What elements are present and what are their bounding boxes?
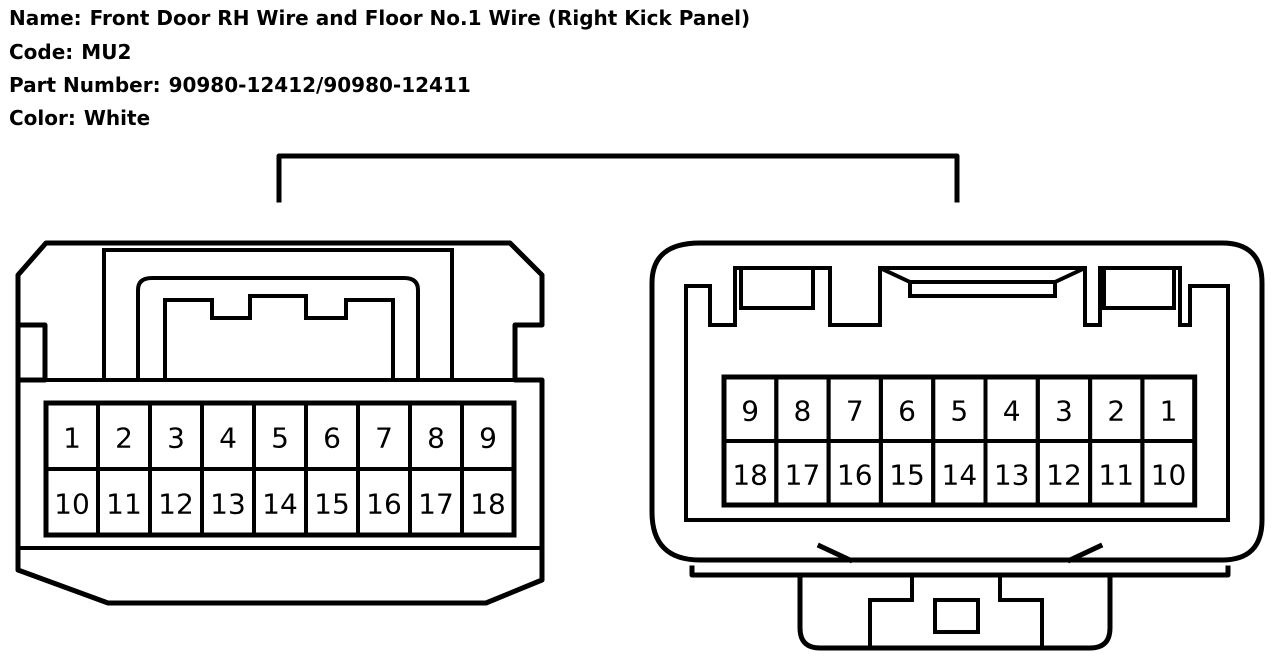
part-number-label: Part Number: [9,73,161,97]
right-pin-cell [1140,439,1197,507]
right-pin-label: 13 [994,459,1030,492]
right-pin-label: 1 [1160,395,1178,428]
right-pin-label: 16 [837,459,873,492]
left-pin-label: 13 [210,488,246,521]
code-value: MU2 [81,40,132,64]
part-number-line: Part Number: 90980-12412/90980-12411 [9,73,471,97]
right-pin-label: 10 [1151,459,1187,492]
left-pin-label: 10 [54,488,90,521]
right-pin-label: 11 [1098,459,1134,492]
right-pin-label: 14 [942,459,978,492]
left-pin-label: 5 [271,422,289,455]
right-pin-label: 18 [732,459,768,492]
right-connector: 9 8 7 6 5 4 3 2 1 18 17 16 15 14 13 12 11 10 [649,240,1265,651]
right-pin-label: 8 [794,395,812,428]
right-pin-label: 5 [950,395,968,428]
color-label: Color: [9,106,76,130]
left-pin-label: 6 [323,422,341,455]
left-pin-label: 11 [106,488,142,521]
right-pin-label: 2 [1107,395,1125,428]
left-pin-label: 7 [375,422,393,455]
right-pin-label: 4 [1003,395,1021,428]
right-latch-left [739,266,815,310]
left-pin-label: 3 [167,422,185,455]
right-pin-label: 17 [785,459,821,492]
name-line: Name: Front Door RH Wire and Floor No.1 W… [9,6,750,30]
left-pin-label: 16 [366,488,402,521]
right-lock-tab [868,575,1044,648]
color-line: Color: White [9,106,150,130]
code-line: Code: MU2 [9,40,131,64]
left-pin-label: 8 [427,422,445,455]
right-connector-housing [649,240,1265,563]
part-number-value: 90980-12412/90980-12411 [168,73,471,97]
left-lock-outer [102,248,454,380]
left-pin-label: 1 [63,422,81,455]
right-housing-inner [684,266,1230,522]
right-lock-arm [689,542,1231,651]
right-pin-label: 3 [1055,395,1073,428]
right-pin-label: 6 [898,395,916,428]
name-value: Front Door RH Wire and Floor No.1 Wire (… [89,6,751,30]
left-pin-label: 14 [262,488,298,521]
left-pin-label: 4 [219,422,237,455]
right-pin-grid: 9 8 7 6 5 4 3 2 1 18 17 16 15 14 13 12 11 10 [721,374,1198,508]
right-pin-label: 12 [1046,459,1082,492]
left-pin-label: 9 [479,422,497,455]
left-pin-label: 2 [115,422,133,455]
left-lock-tab [163,294,395,380]
left-pin-label: 12 [158,488,194,521]
color-value: White [83,106,151,130]
left-pin-label: 17 [418,488,454,521]
right-pin-label: 15 [889,459,925,492]
name-label: Name: [9,6,82,30]
right-key-slot [879,266,1086,298]
left-pin-label: 18 [470,488,506,521]
mating-bracket [276,153,960,203]
code-label: Code: [9,40,74,64]
left-pin-label: 15 [314,488,350,521]
right-pin-label: 9 [741,395,759,428]
left-lock-inner [136,276,420,380]
right-latch-right [1102,266,1176,310]
right-pin-label: 7 [846,395,864,428]
left-pin-cell [460,467,516,537]
